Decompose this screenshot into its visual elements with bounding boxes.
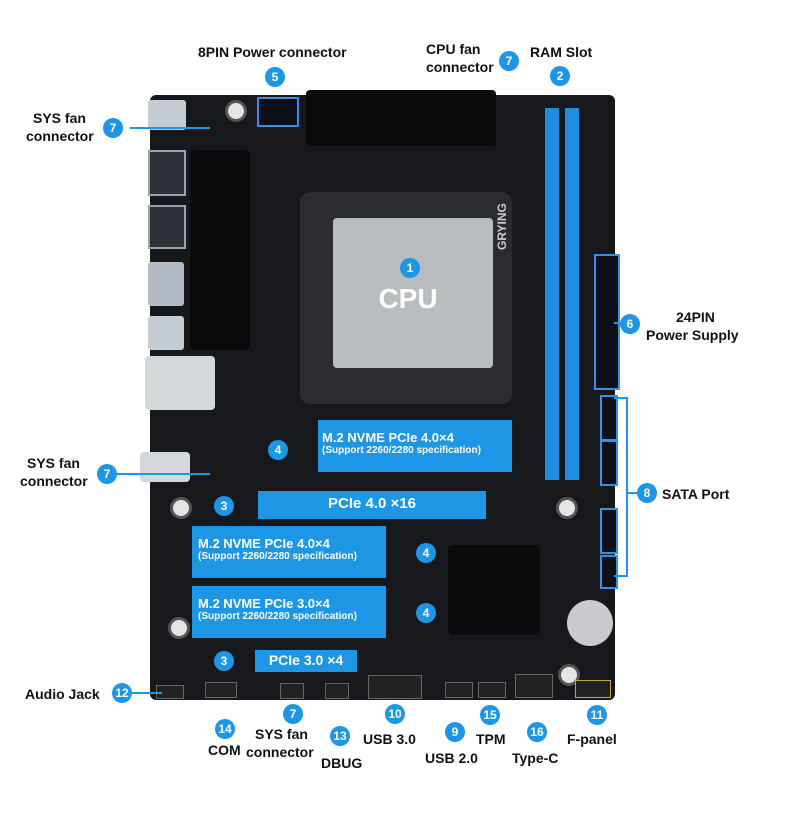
label-8pin-power: 8PIN Power connector	[198, 44, 347, 61]
m2-slot-top-title: M.2 NVME PCIe 4.0×4	[322, 430, 481, 445]
tpm-header	[478, 682, 506, 698]
badge-audio: 12	[112, 683, 132, 703]
m2-slot-top-label: M.2 NVME PCIe 4.0×4 (Support 2260/2280 s…	[322, 430, 481, 456]
vrm-heatsink	[306, 90, 496, 146]
badge-tpm: 15	[480, 705, 500, 725]
rear-io-lan-port	[145, 356, 215, 410]
leader-line	[626, 397, 628, 577]
label-typec: Type-C	[512, 750, 558, 767]
badge-cpu-fan: 7	[499, 51, 519, 71]
badge-pcie-x4: 3	[214, 651, 234, 671]
badge-usb30: 10	[385, 704, 405, 724]
label-sys-fan-top-line2: connector	[26, 128, 94, 145]
rear-io-hdmi-port	[148, 150, 186, 196]
badge-cpu: 1	[400, 258, 420, 278]
leader-line	[130, 127, 210, 129]
label-sata-port: SATA Port	[662, 486, 729, 503]
m2-slot-bottom-label: M.2 NVME PCIe 3.0×4 (Support 2260/2280 s…	[198, 596, 357, 622]
brand-logo: GRYING	[495, 203, 509, 250]
badge-fpanel: 11	[587, 705, 607, 725]
label-dbug: DBUG	[321, 755, 362, 772]
dbug-header	[325, 683, 349, 699]
pcie-x4-label: PCIe 3.0 ×4	[255, 652, 357, 668]
badge-typec: 16	[527, 722, 547, 742]
m2-slot-bottom-subtitle: (Support 2260/2280 specification)	[198, 611, 357, 622]
label-tpm: TPM	[476, 731, 506, 748]
fpanel-header	[575, 680, 611, 698]
chipset-heatsink	[448, 545, 540, 635]
badge-m2-top: 4	[268, 440, 288, 460]
typec-header	[515, 674, 553, 698]
badge-sys-fan-top: 7	[103, 118, 123, 138]
m2-slot-middle-subtitle: (Support 2260/2280 specification)	[198, 551, 357, 562]
usb3-header	[368, 675, 422, 699]
mounting-hole	[170, 497, 192, 519]
label-sys-fan-mid-line2: connector	[20, 473, 88, 490]
pcie-x16-label: PCIe 4.0 ×16	[258, 495, 486, 512]
cmos-battery	[567, 600, 613, 646]
mounting-hole	[225, 100, 247, 122]
mounting-hole	[168, 617, 190, 639]
ram-slot	[545, 108, 559, 480]
rear-io-usb-stack	[148, 316, 184, 350]
m2-slot-bottom-title: M.2 NVME PCIe 3.0×4	[198, 596, 357, 611]
label-24pin-line2: Power Supply	[646, 327, 739, 344]
leader-line	[115, 473, 210, 475]
m2-slot-middle-title: M.2 NVME PCIe 4.0×4	[198, 536, 357, 551]
m2-slot-top-subtitle: (Support 2260/2280 specification)	[322, 445, 481, 456]
8pin-power-connector	[257, 97, 299, 127]
label-com: COM	[208, 742, 241, 759]
badge-pcie-x16: 3	[214, 496, 234, 516]
badge-24pin-power: 6	[620, 314, 640, 334]
badge-sys-fan-middle: 7	[97, 464, 117, 484]
badge-ram: 2	[550, 66, 570, 86]
rear-io-usb-stack	[148, 262, 184, 306]
badge-dbug: 13	[330, 726, 350, 746]
badge-m2-bottom: 4	[416, 603, 436, 623]
mounting-hole	[556, 497, 578, 519]
label-sys-fan-mid-line1: SYS fan	[27, 455, 80, 472]
leader-line	[132, 692, 162, 694]
sysfan-header-bottom	[280, 683, 304, 699]
sata-port	[600, 508, 618, 554]
cpu-label: CPU	[333, 283, 483, 315]
label-cpu-fan-line2: connector	[426, 59, 494, 76]
sata-port	[600, 555, 618, 589]
com-header	[205, 682, 237, 698]
leader-line	[614, 397, 628, 399]
rear-io-audio-port	[140, 452, 190, 482]
label-usb30: USB 3.0	[363, 731, 416, 748]
label-ram-slot: RAM Slot	[530, 44, 592, 61]
label-sys-fan-bottom-line2: connector	[246, 744, 314, 761]
badge-com: 14	[215, 719, 235, 739]
badge-sys-fan-bottom: 7	[283, 704, 303, 724]
ram-slot	[565, 108, 579, 480]
sata-port	[600, 440, 618, 486]
badge-m2-middle: 4	[416, 543, 436, 563]
label-usb20: USB 2.0	[425, 750, 478, 767]
badge-sata: 8	[637, 483, 657, 503]
rear-io-dp-port	[148, 205, 186, 249]
label-sys-fan-bottom-line1: SYS fan	[255, 726, 308, 743]
m2-slot-middle-label: M.2 NVME PCIe 4.0×4 (Support 2260/2280 s…	[198, 536, 357, 562]
sata-port	[600, 395, 618, 441]
usb2-header	[445, 682, 473, 698]
label-sys-fan-top-line1: SYS fan	[33, 110, 86, 127]
vrm-heatsink	[190, 150, 250, 350]
label-cpu-fan-line1: CPU fan	[426, 41, 480, 58]
label-audio-jack: Audio Jack	[25, 686, 100, 703]
badge-8pin-power: 5	[265, 67, 285, 87]
badge-usb20: 9	[445, 722, 465, 742]
label-fpanel: F-panel	[567, 731, 617, 748]
leader-line	[614, 575, 628, 577]
rear-io-usb-port	[148, 100, 186, 130]
label-24pin-line1: 24PIN	[676, 309, 715, 326]
